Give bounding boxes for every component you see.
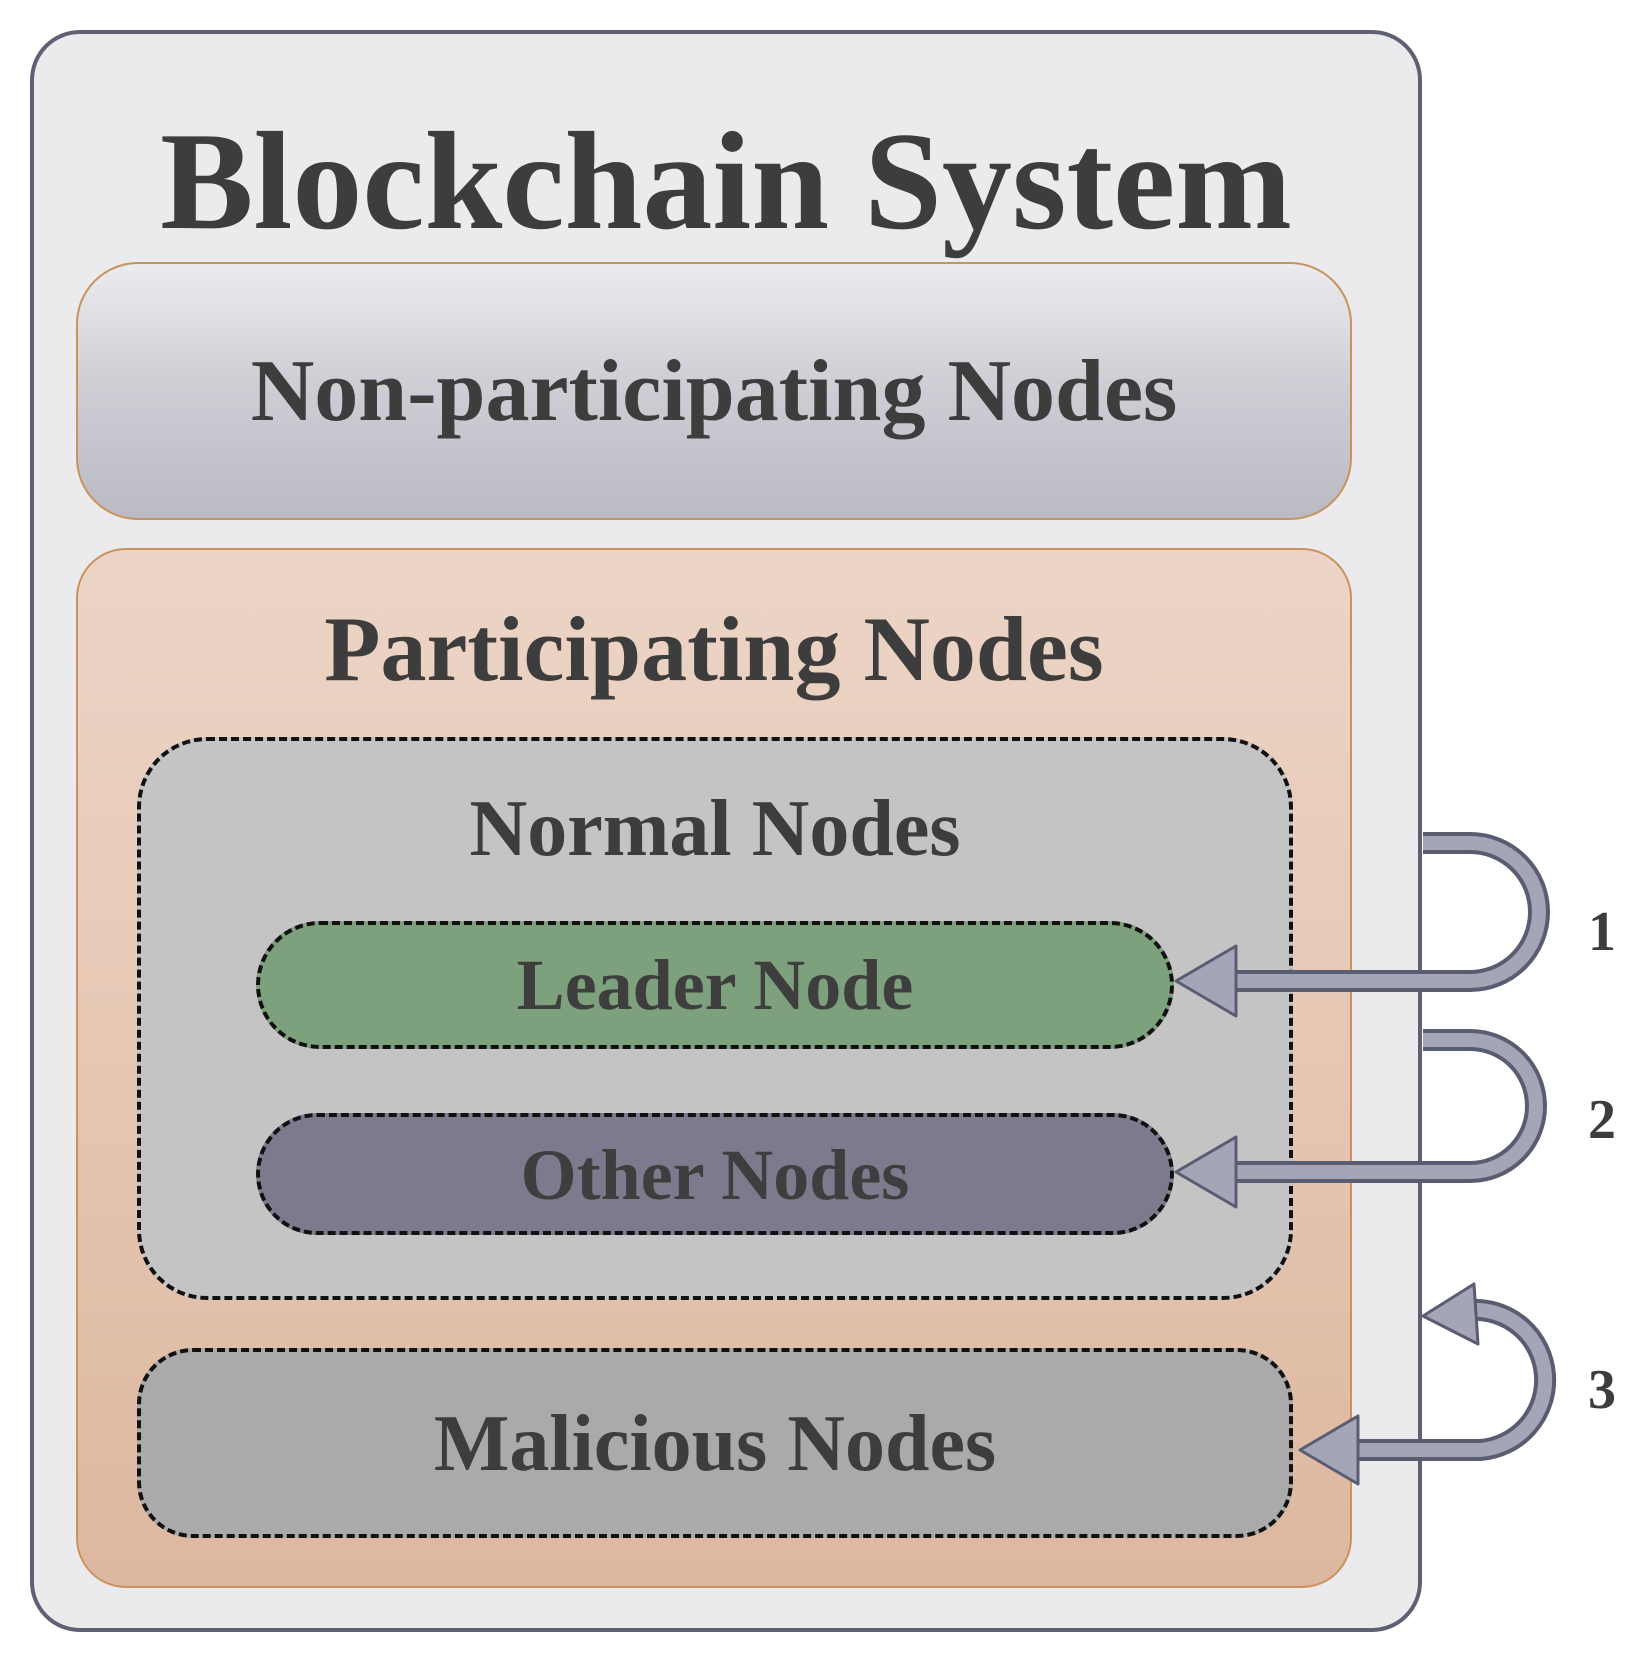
arrow-1-shaft (1230, 836, 1546, 988)
transition-arrow-3: 3 (1298, 1282, 1616, 1486)
non-participating-nodes-label: Non-participating Nodes (250, 343, 1178, 440)
arrow-2-head (1174, 1135, 1238, 1209)
other-nodes-box: Other Nodes (256, 1113, 1174, 1235)
arrow-3-lower-head (1298, 1414, 1360, 1486)
normal-nodes-label: Normal Nodes (469, 785, 961, 873)
malicious-nodes-label: Malicious Nodes (433, 1400, 997, 1488)
arrow-1-shaft-outline (1230, 832, 1550, 992)
transition-arrow-2: 2 (1174, 1029, 1616, 1209)
transition-arrow-1: 1 (1174, 832, 1616, 1018)
arrow-3-shaft (1350, 1302, 1553, 1457)
arrow-3-number: 3 (1588, 1359, 1616, 1421)
arrow-2-number: 2 (1588, 1089, 1616, 1151)
other-nodes-label: Other Nodes (520, 1135, 910, 1215)
arrow-1-head (1174, 944, 1238, 1018)
system-title: Blockchain System (160, 104, 1292, 259)
arrow-2-shaft (1230, 1033, 1543, 1179)
malicious-nodes-box: Malicious Nodes (137, 1348, 1293, 1538)
arrow-2-shaft-outline (1230, 1029, 1547, 1183)
leader-node-box: Leader Node (256, 921, 1174, 1049)
arrow-3-head (1421, 1282, 1480, 1346)
leader-node-label: Leader Node (516, 945, 914, 1025)
participating-nodes-label: Participating Nodes (324, 598, 1104, 700)
non-participating-nodes-box: Non-participating Nodes (76, 262, 1352, 520)
arrow-1-number: 1 (1588, 901, 1616, 963)
